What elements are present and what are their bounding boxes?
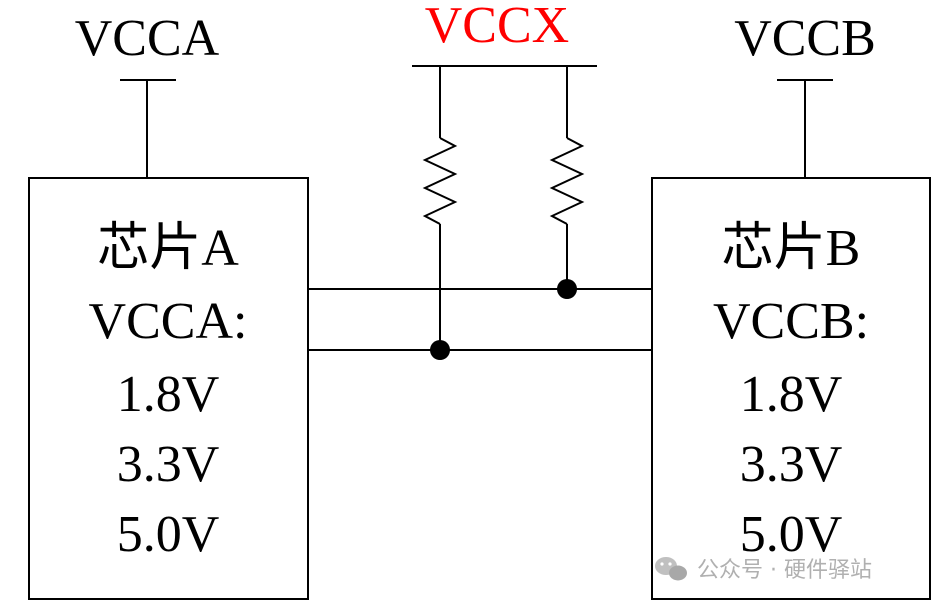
chip-a-supply-label: VCCA: — [89, 293, 248, 350]
junction-dot-lower — [430, 340, 450, 360]
watermark: 公众号 · 硬件驿站 — [655, 557, 872, 583]
chip-a-name: 芯片A — [97, 220, 239, 277]
pullup-resistor-1 — [422, 66, 458, 350]
chip-b-box — [651, 177, 931, 600]
chip-b-voltage-2: 3.3V — [740, 436, 843, 493]
chip-b-voltage-3: 5.0V — [740, 506, 843, 563]
chip-b-name: 芯片B — [722, 220, 861, 277]
watermark-text: 公众号 · 硬件驿站 — [697, 558, 872, 583]
chip-b-supply-label: VCCB: — [713, 293, 869, 350]
pullup-resistor-2 — [549, 66, 585, 289]
chip-b-voltage-1: 1.8V — [740, 366, 843, 423]
wechat-icon — [655, 557, 687, 581]
vcca-supply-label: VCCA — [75, 10, 220, 67]
vccb-supply-label: VCCB — [734, 10, 876, 67]
chip-a-voltage-3: 5.0V — [117, 506, 220, 563]
vccx-supply-label: VCCX — [425, 0, 569, 54]
chip-a-voltage-1: 1.8V — [117, 366, 220, 423]
chip-a-box — [28, 177, 309, 600]
junction-dot-upper — [557, 279, 577, 299]
chip-a-voltage-2: 3.3V — [117, 436, 220, 493]
